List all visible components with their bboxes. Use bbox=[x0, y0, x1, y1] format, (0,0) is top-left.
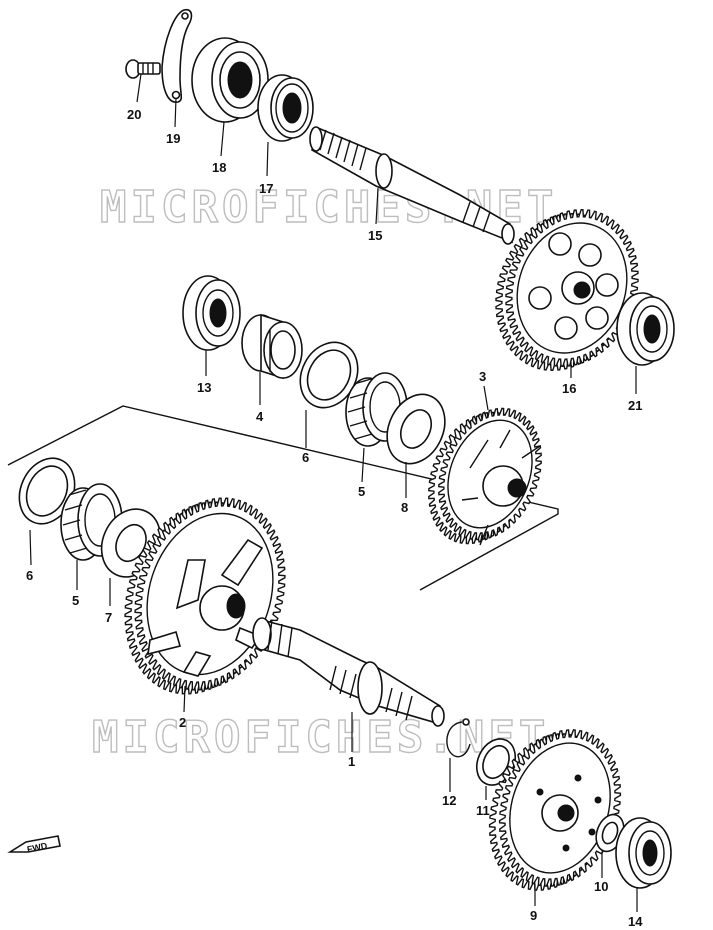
label-part-3: 3 bbox=[479, 369, 486, 384]
label-part-5-lower: 5 bbox=[72, 593, 79, 608]
label-part-14: 14 bbox=[628, 914, 643, 929]
fwd-arrow-icon: FWD bbox=[7, 835, 61, 855]
part-20-screw[interactable] bbox=[125, 59, 161, 79]
part-6-washer-lower[interactable] bbox=[9, 449, 85, 533]
part-6-washer-upper[interactable] bbox=[289, 332, 369, 417]
watermark-bottom: MICROFICHES.NET bbox=[92, 712, 549, 763]
label-part-15: 15 bbox=[368, 228, 382, 243]
label-part-4: 4 bbox=[256, 409, 264, 424]
label-part-17: 17 bbox=[259, 181, 273, 196]
label-part-9: 9 bbox=[530, 908, 537, 923]
label-part-8: 8 bbox=[401, 500, 408, 515]
part-15-shaft[interactable] bbox=[309, 126, 515, 245]
part-21-ball-bearing[interactable] bbox=[616, 292, 675, 366]
label-part-16: 16 bbox=[562, 381, 576, 396]
label-part-20: 20 bbox=[127, 107, 141, 122]
part-4-bushing[interactable] bbox=[241, 313, 303, 380]
part-8-washer[interactable] bbox=[376, 385, 455, 473]
label-part-5-upper: 5 bbox=[358, 484, 365, 499]
label-part-13: 13 bbox=[197, 380, 211, 395]
assembly-bracket bbox=[7, 405, 559, 591]
part-11-circlip[interactable] bbox=[470, 733, 523, 792]
part-14-ball-bearing[interactable] bbox=[615, 817, 672, 889]
label-part-12: 12 bbox=[442, 793, 456, 808]
part-3-gear[interactable] bbox=[428, 407, 548, 546]
part-13-ball-bearing[interactable] bbox=[182, 275, 241, 351]
part-1-transmission-shaft[interactable] bbox=[252, 617, 445, 727]
label-part-6-lower: 6 bbox=[26, 568, 33, 583]
fwd-label: FWD bbox=[26, 840, 49, 854]
part-17-oil-seal[interactable] bbox=[257, 74, 314, 142]
label-part-2: 2 bbox=[179, 715, 186, 730]
label-part-19: 19 bbox=[166, 131, 180, 146]
label-part-10: 10 bbox=[594, 879, 608, 894]
part-2-large-gear[interactable] bbox=[124, 497, 293, 695]
label-part-21: 21 bbox=[628, 398, 642, 413]
label-part-1: 1 bbox=[348, 754, 355, 769]
part-12-circlip[interactable] bbox=[446, 718, 471, 758]
part-16-large-gear[interactable] bbox=[495, 207, 645, 371]
label-part-18: 18 bbox=[212, 160, 226, 175]
label-part-11: 11 bbox=[476, 803, 490, 818]
leader-lines bbox=[29, 73, 638, 912]
label-part-7: 7 bbox=[105, 610, 112, 625]
label-part-6-upper: 6 bbox=[302, 450, 309, 465]
part-9-gear[interactable] bbox=[488, 729, 627, 891]
part-19-retainer-plate[interactable] bbox=[161, 8, 193, 103]
part-18-ball-bearing[interactable] bbox=[191, 37, 269, 123]
